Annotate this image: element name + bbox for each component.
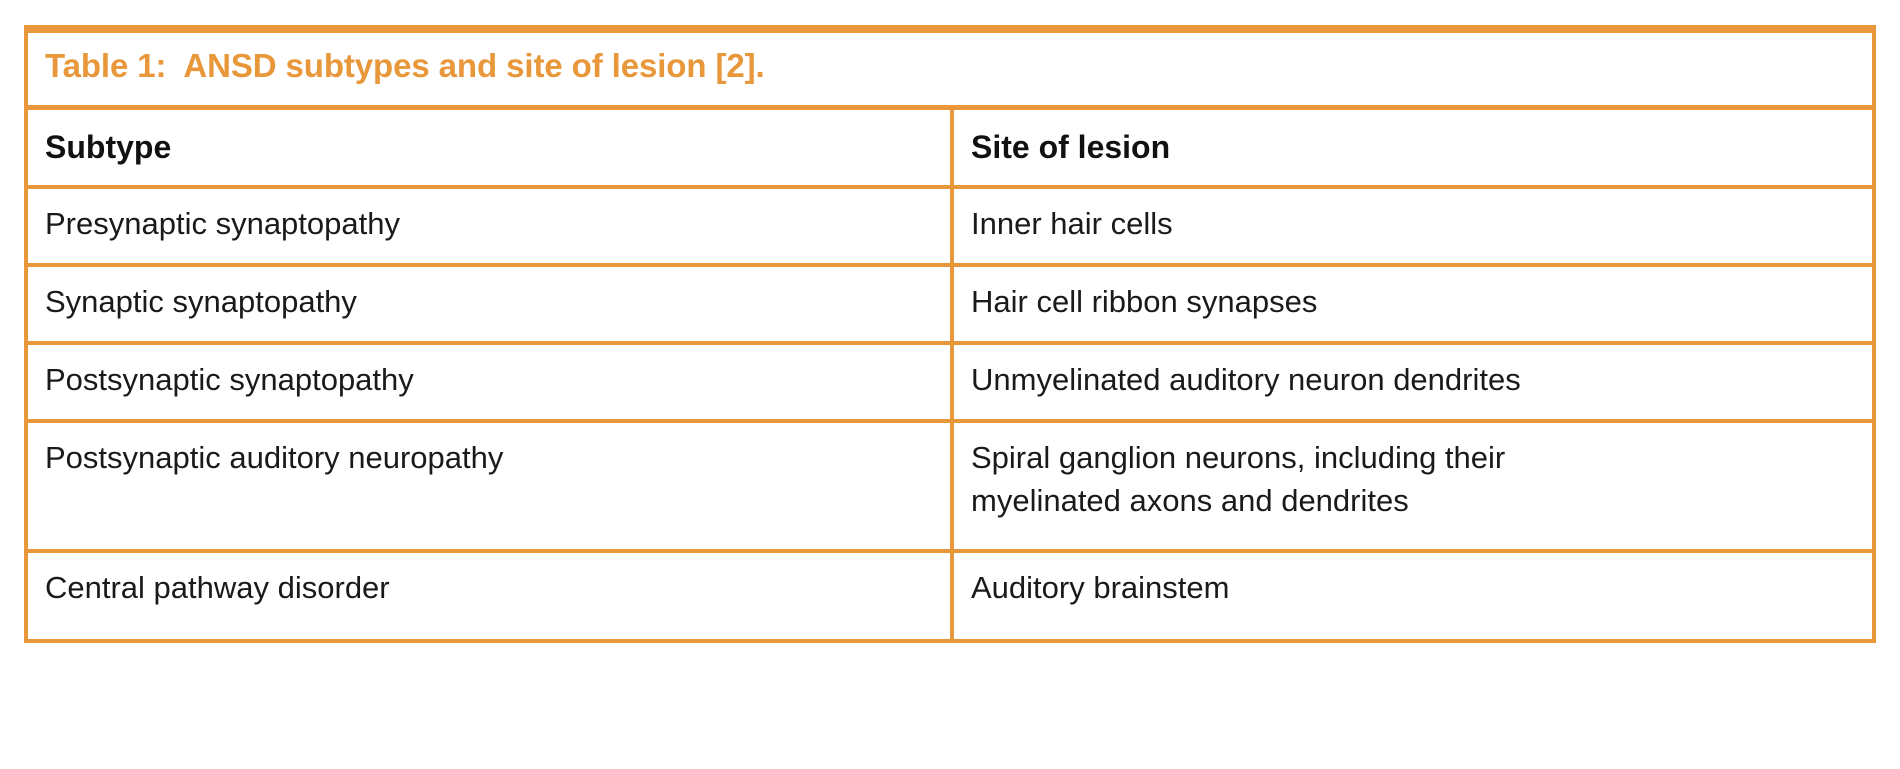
cell-site-of-lesion: Unmyelinated auditory neuron dendrites	[952, 341, 1872, 421]
cell-site-of-lesion: Hair cell ribbon synapses	[952, 263, 1872, 343]
caption-row: Table 1: ANSD subtypes and site of lesio…	[28, 29, 1872, 110]
cell-line: Auditory brainstem	[971, 570, 1230, 605]
cell-subtype-text: Central pathway disorder	[45, 570, 390, 605]
table-row: Synaptic synaptopathy Hair cell ribbon s…	[28, 263, 1872, 343]
cell-site-of-lesion: Spiral ganglion neurons, including their…	[952, 419, 1872, 551]
table-header-row: Subtype Site of lesion	[28, 107, 1872, 187]
cell-site-of-lesion-text: Inner hair cells	[971, 203, 1856, 246]
cell-subtype-text: Synaptic synaptopathy	[45, 284, 357, 319]
column-header-site-of-lesion: Site of lesion	[952, 107, 1872, 187]
cell-site-of-lesion-text: Spiral ganglion neurons, including their…	[971, 437, 1856, 523]
cell-subtype: Central pathway disorder	[28, 549, 954, 639]
table-caption: Table 1: ANSD subtypes and site of lesio…	[45, 47, 765, 84]
cell-subtype-text: Presynaptic synaptopathy	[45, 206, 400, 241]
cell-line: Hair cell ribbon synapses	[971, 284, 1318, 319]
cell-subtype: Postsynaptic auditory neuropathy	[28, 419, 954, 551]
cell-site-of-lesion-text: Unmyelinated auditory neuron dendrites	[971, 359, 1856, 402]
table-caption-cell: Table 1: ANSD subtypes and site of lesio…	[28, 29, 1872, 110]
cell-line: myelinated axons and dendrites	[971, 482, 1409, 518]
table-row: Postsynaptic auditory neuropathy Spiral …	[28, 419, 1872, 551]
column-header-subtype: Subtype	[28, 107, 954, 187]
cell-line: Spiral ganglion neurons, including their	[971, 440, 1506, 475]
table-container: Table 1: ANSD subtypes and site of lesio…	[24, 25, 1876, 643]
cell-subtype: Postsynaptic synaptopathy	[28, 341, 954, 421]
cell-subtype-text: Postsynaptic auditory neuropathy	[45, 440, 504, 475]
table-row: Presynaptic synaptopathy Inner hair cell…	[28, 185, 1872, 265]
cell-subtype-text: Postsynaptic synaptopathy	[45, 362, 414, 397]
cell-line: Inner hair cells	[971, 206, 1173, 241]
ansd-subtypes-table: Table 1: ANSD subtypes and site of lesio…	[28, 29, 1872, 639]
table-row: Postsynaptic synaptopathy Unmyelinated a…	[28, 341, 1872, 421]
cell-line: Unmyelinated auditory neuron dendrites	[971, 362, 1521, 397]
cell-subtype: Synaptic synaptopathy	[28, 263, 954, 343]
table-row: Central pathway disorder Auditory brains…	[28, 549, 1872, 639]
cell-site-of-lesion-text: Auditory brainstem	[971, 567, 1856, 610]
column-header-subtype-label: Subtype	[45, 129, 172, 166]
cell-site-of-lesion: Inner hair cells	[952, 185, 1872, 265]
cell-site-of-lesion-text: Hair cell ribbon synapses	[971, 281, 1856, 324]
cell-subtype: Presynaptic synaptopathy	[28, 185, 954, 265]
cell-site-of-lesion: Auditory brainstem	[952, 549, 1872, 639]
column-header-site-of-lesion-label: Site of lesion	[971, 129, 1171, 166]
